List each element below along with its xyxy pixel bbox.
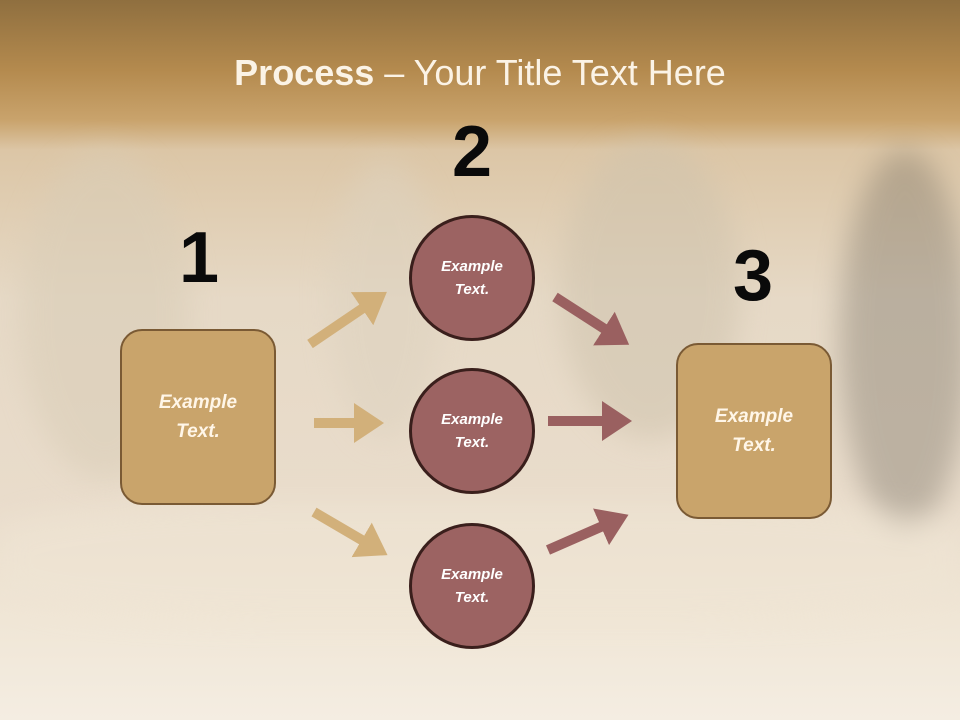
title-rest: – Your Title Text Here [374,52,726,93]
process-box-right: Example Text. [676,343,832,519]
arrow-box1-to-circle3 [311,507,388,558]
step-number-3: 3 [732,236,774,316]
arrow-circle1-to-box3 [552,292,630,346]
title-bold: Process [234,52,375,93]
arrow-box1-to-circle1 [307,291,387,349]
slide-title: Process – Your Title Text Here [0,52,960,94]
process-box-left: Example Text. [120,329,276,505]
process-box-right-text: Example Text. [714,406,794,456]
process-circle-middle: Example Text. [409,368,535,494]
process-circle-bottom: Example Text. [409,523,535,649]
background-figure-far-right [840,150,960,530]
arrow-circle3-to-box3 [545,508,629,555]
process-circle-bottom-text: Example Text. [441,566,503,606]
process-circle-middle-text: Example Text. [441,411,503,451]
step-number-1: 1 [178,218,220,298]
step-number-2: 2 [451,112,493,192]
process-box-left-text: Example Text. [158,392,238,442]
process-circle-top: Example Text. [409,215,535,341]
process-circle-top-text: Example Text. [441,258,503,298]
